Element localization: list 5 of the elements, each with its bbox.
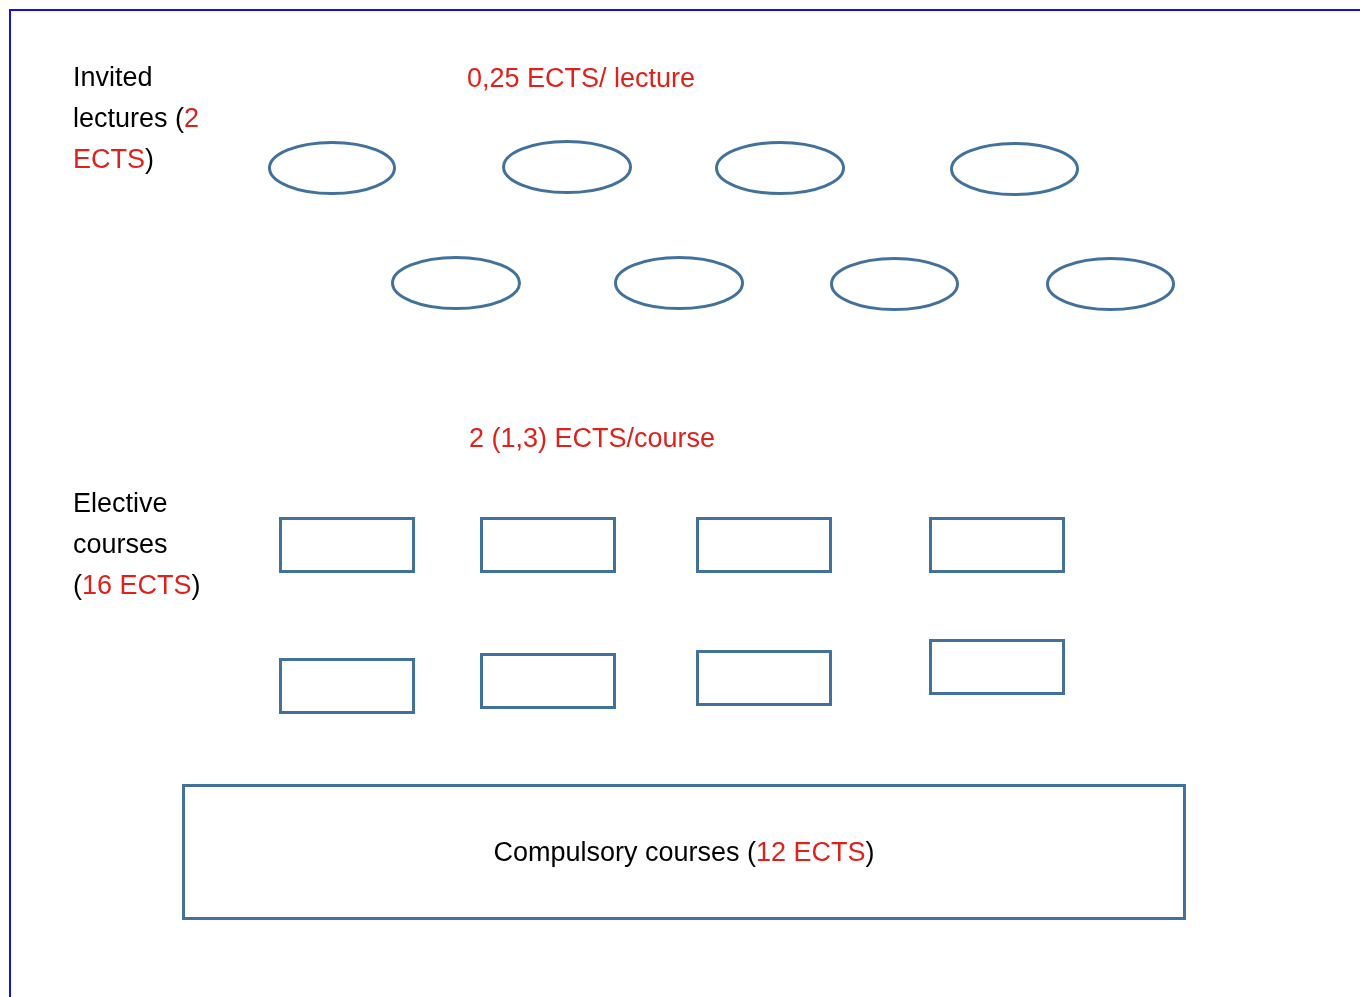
credit-note: 0,25 ECTS/ lecture bbox=[467, 62, 697, 95]
section-label: Invited lectures (2 ECTS) bbox=[73, 61, 201, 176]
credit-note: 2 (1,3) ECTS/course bbox=[469, 422, 717, 455]
box-label: Compulsory courses (12 ECTS) bbox=[493, 836, 875, 868]
section-label: Elective courses (16 ECTS) bbox=[73, 487, 202, 602]
